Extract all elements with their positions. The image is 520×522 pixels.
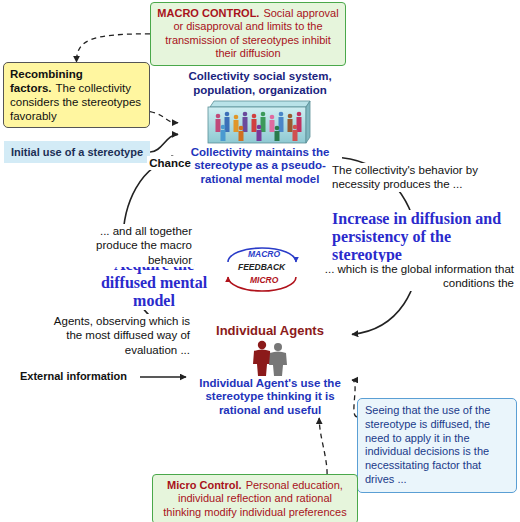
external-info-arrow: [140, 376, 186, 377]
node-title: Individual Agents: [188, 323, 352, 339]
icon-space: [188, 339, 352, 377]
annotation-text: ... which is the global information that…: [298, 262, 516, 291]
node-title: Collectivity social system, population, …: [178, 70, 342, 98]
box-text: Recombining factors.The collectivity con…: [10, 67, 143, 123]
annotation-text: Increase in diffusion and persistency of…: [330, 210, 514, 264]
feedback-arc: [228, 277, 296, 291]
macro-control-box: MACRO CONTROL.Social approval or disappr…: [150, 2, 346, 66]
node-caption: Individual Agent's use the stereotype th…: [188, 377, 352, 418]
recombining-box: Recombining factors.The collectivity con…: [3, 62, 150, 128]
micro-control-box: Micro Control.Personal education, indivi…: [152, 474, 358, 522]
annotation-text: External information: [18, 370, 129, 384]
feedback-arc: [228, 248, 296, 262]
box-text: Seeing that the use of the stereotype is…: [365, 404, 509, 487]
node-caption: Collectivity maintains the stereotype as…: [178, 146, 342, 187]
dashed-connector: [150, 112, 178, 123]
annotation-text: ... and all together produce the macro b…: [56, 224, 194, 267]
annotation-text: MACRO: [246, 250, 282, 259]
box-heading: MACRO CONTROL.: [157, 7, 259, 19]
glass-top: [210, 101, 310, 107]
annotation-text: The collectivity's behavior by necessity…: [330, 163, 516, 192]
glass-box: [208, 107, 306, 143]
icon-space: [178, 98, 342, 146]
collectivity-node: Collectivity social system, population, …: [178, 70, 342, 187]
glass-side: [306, 101, 310, 143]
people-crowd: [216, 111, 302, 140]
box-text: Micro Control.Personal education, indivi…: [159, 479, 351, 519]
box-text: MACRO CONTROL.Social approval or disappr…: [157, 7, 339, 61]
annotation-text: MICRO: [248, 276, 280, 285]
initial-use-box: Initial use of a stereotype: [4, 141, 150, 163]
agent-figure: [269, 343, 287, 376]
dashed-connector: [77, 34, 151, 62]
box-text: Initial use of a stereotype: [11, 146, 143, 158]
agent-figure: [253, 340, 271, 375]
edge-label: Chance: [147, 156, 193, 170]
cycle-connector: [150, 134, 178, 152]
dashed-connector: [319, 418, 327, 474]
collectivity-illustration: [204, 99, 316, 145]
annotation-text: Agents, observing which is the most diff…: [38, 314, 192, 357]
box-heading: Micro Control.: [167, 479, 242, 491]
annotation-text: FEEDBACK: [236, 263, 287, 272]
individual-agents-node: Individual AgentsIndividual Agent's use …: [188, 323, 352, 418]
necessity-box: Seeing that the use of the stereotype is…: [357, 398, 517, 493]
agents-illustration: [245, 340, 295, 376]
